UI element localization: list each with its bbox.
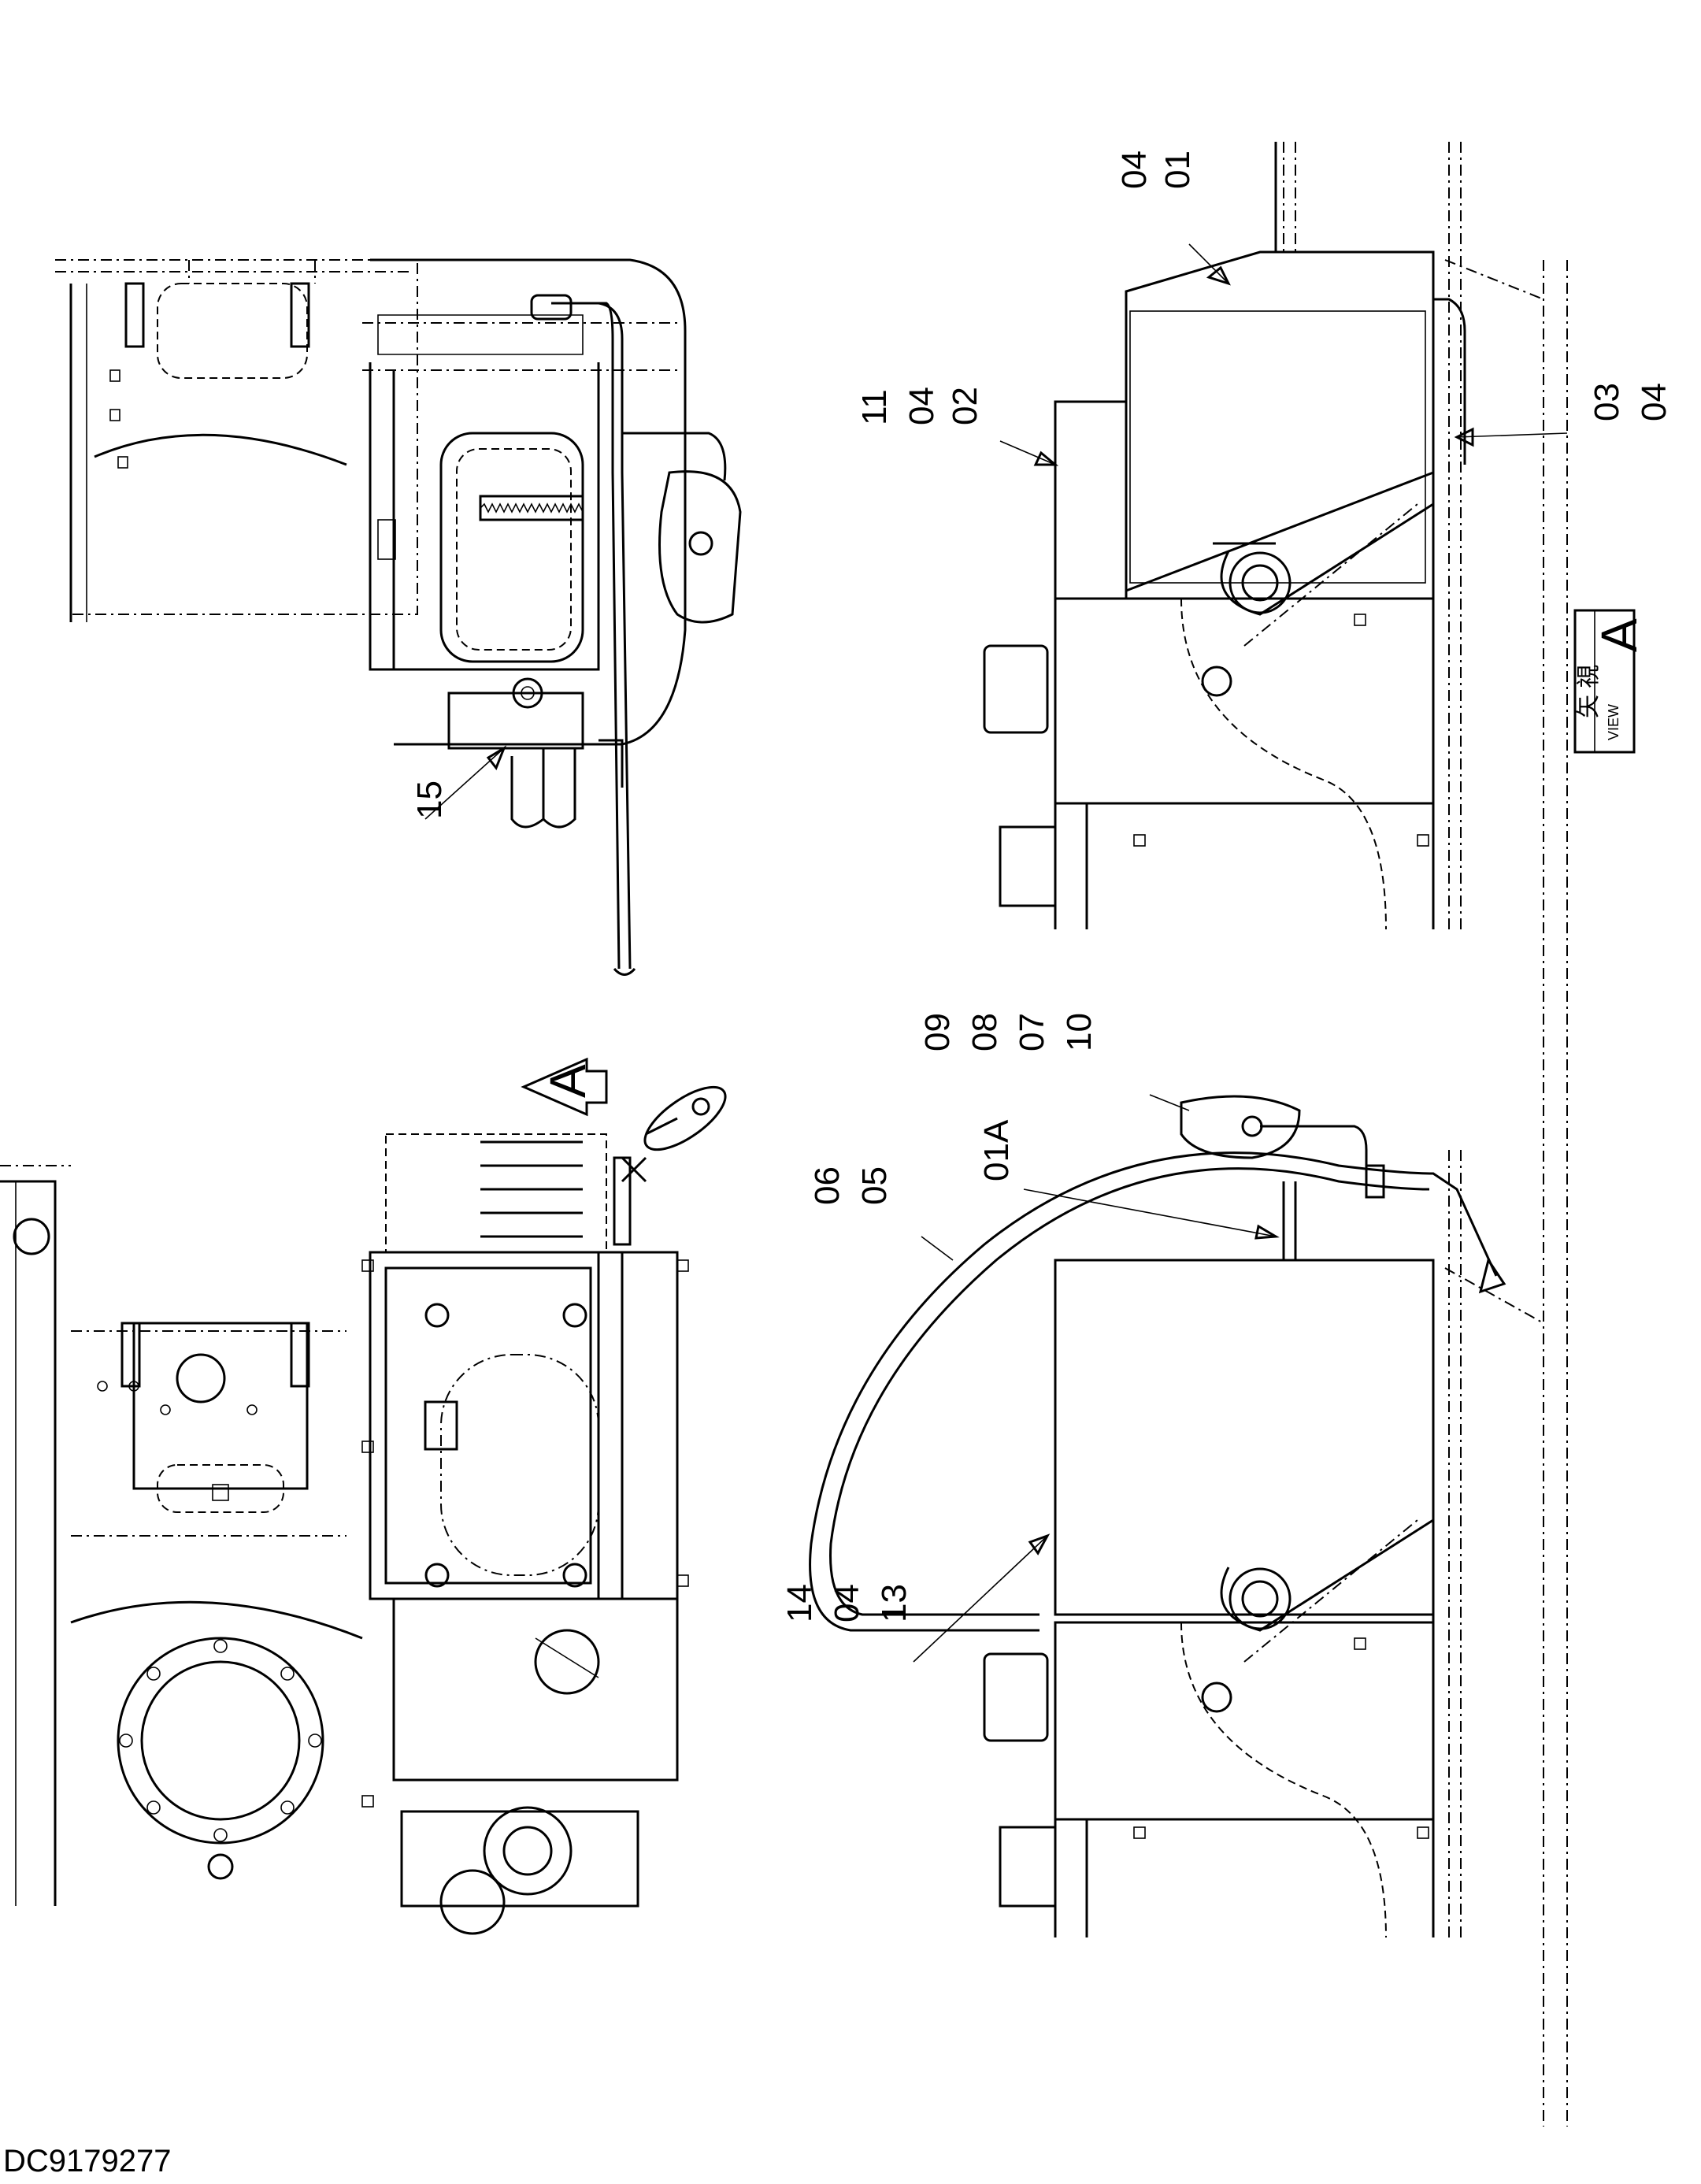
- view-box-letter: A: [1591, 618, 1647, 652]
- callout-10: 10: [1060, 1013, 1099, 1051]
- callout-11-04-02-c: 02: [946, 387, 984, 425]
- callout-03-04-b: 04: [1635, 383, 1673, 421]
- callout-04-01-a: 04: [1115, 150, 1154, 189]
- callout-15-text: 15: [410, 781, 449, 819]
- view-box-en: VIEW: [1606, 704, 1621, 740]
- view-a-marker: A: [521, 1057, 608, 1117]
- callout-06-05: 06 05: [808, 1166, 954, 1261]
- callout-04-01-b: 01: [1158, 150, 1197, 189]
- callout-08: 08: [965, 1013, 1004, 1051]
- callout-09-08-07-10: 09 08 07 10: [918, 1013, 1190, 1111]
- view-box-jp: 矢 視: [1576, 665, 1602, 718]
- callout-05: 05: [855, 1166, 894, 1205]
- view-box: 矢 視 VIEW A: [1573, 609, 1647, 754]
- callout-04: 04: [828, 1584, 866, 1622]
- top-view-upper: [55, 258, 742, 976]
- document-id: DC9179277: [3, 2144, 172, 2178]
- top-view-lower: [0, 1085, 727, 1935]
- callout-03-04-a: 03: [1588, 383, 1626, 421]
- callout-06: 06: [808, 1166, 847, 1205]
- callout-07: 07: [1013, 1013, 1051, 1051]
- side-view-upper: [983, 142, 1568, 2127]
- callout-13: 13: [875, 1584, 914, 1622]
- callout-03-04: 03 04: [1454, 383, 1673, 447]
- callout-01a-text: 01A: [977, 1119, 1016, 1181]
- callout-14-04-13: 14 04 13: [780, 1533, 1051, 1663]
- callout-09: 09: [918, 1013, 957, 1051]
- side-view-lower: [809, 1095, 1544, 1938]
- callout-15: 15: [410, 745, 507, 820]
- callout-11-04-02-b: 04: [902, 387, 941, 425]
- callout-11-04-02: 11 04 02: [855, 387, 1059, 466]
- callout-14: 14: [780, 1584, 819, 1622]
- callout-04-01: 04 01: [1115, 150, 1231, 286]
- view-a-marker-letter: A: [539, 1064, 596, 1098]
- callout-11-04-02-a: 11: [855, 389, 894, 425]
- callout-01a: 01A: [977, 1119, 1280, 1240]
